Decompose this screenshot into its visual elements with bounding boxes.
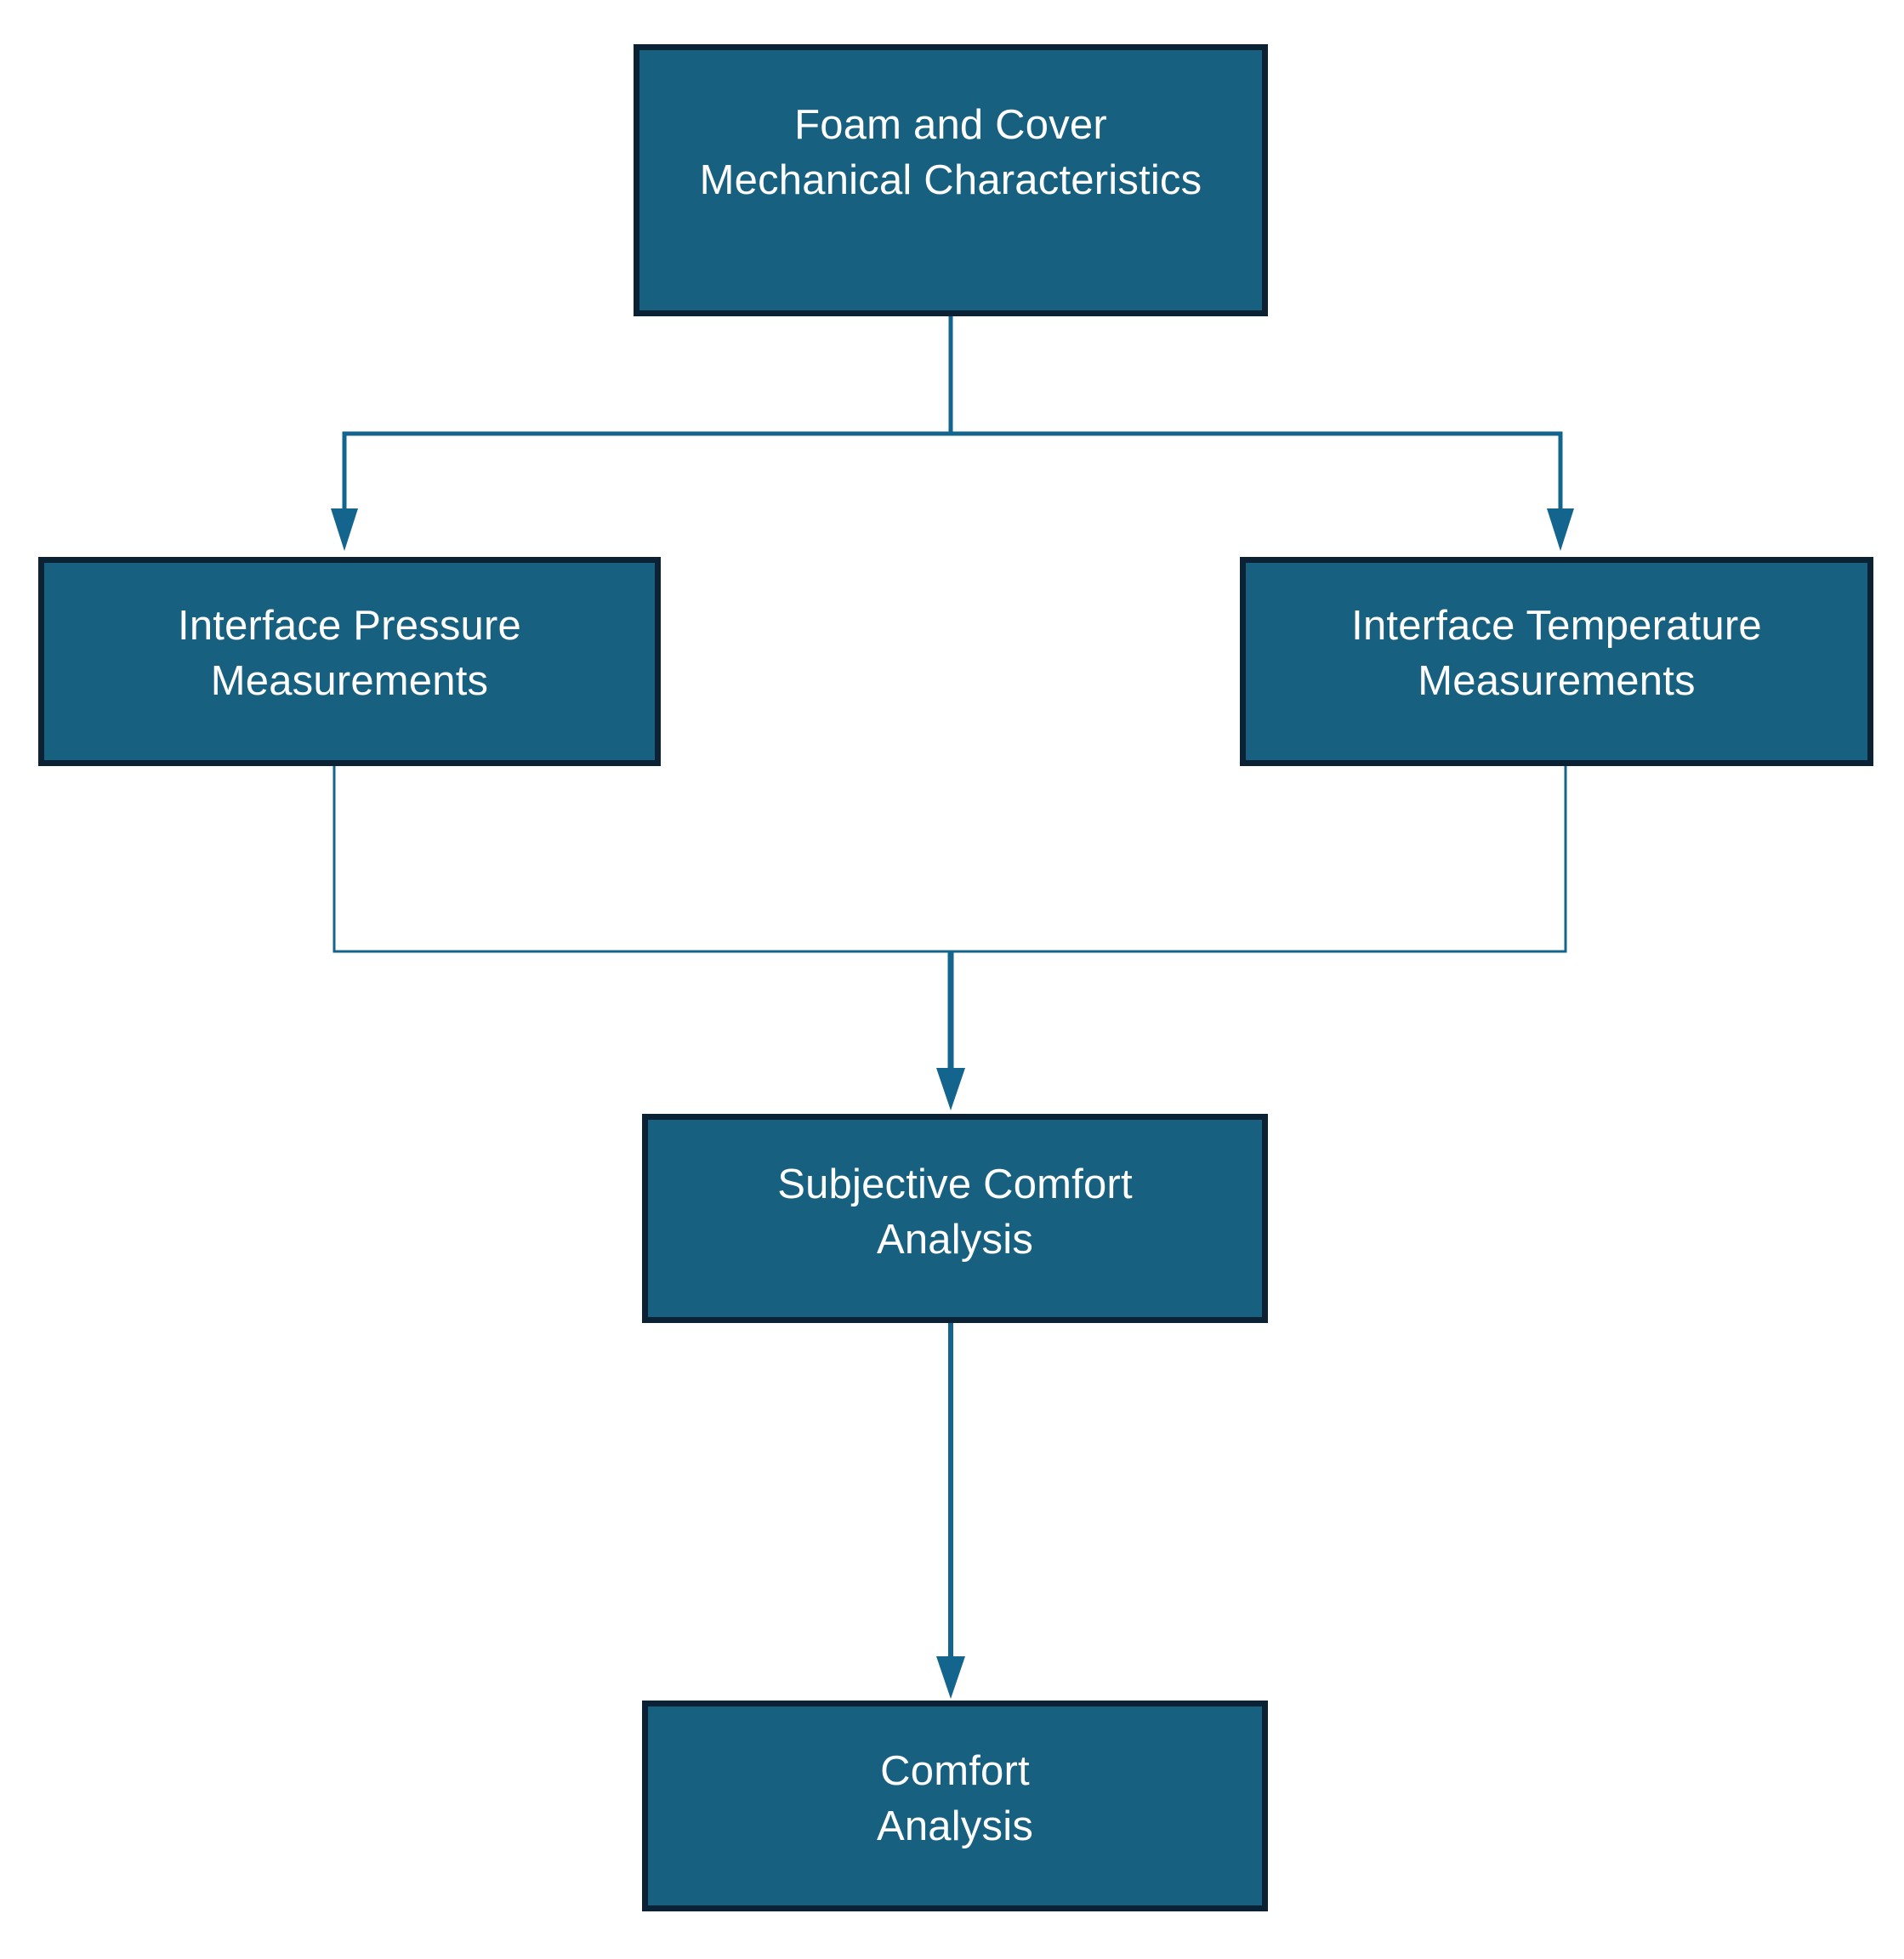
arrowhead-icon bbox=[936, 1656, 965, 1699]
arrowhead-icon bbox=[1547, 508, 1574, 551]
node-subjective-comfort-analysis[interactable]: Subjective Comfort Analysis bbox=[642, 1114, 1268, 1323]
node-comfort-analysis[interactable]: Comfort Analysis bbox=[642, 1701, 1268, 1911]
node-interface-temperature-measurements[interactable]: Interface Temperature Measurements bbox=[1240, 557, 1873, 766]
arrowhead-icon bbox=[936, 1068, 965, 1110]
edge-foam-to-temperature bbox=[948, 316, 1574, 551]
node-label: Foam and Cover Mechanical Characteristic… bbox=[699, 102, 1202, 203]
node-label: Interface Pressure Measurements bbox=[178, 603, 521, 704]
node-label: Subjective Comfort Analysis bbox=[777, 1161, 1133, 1263]
node-label: Interface Temperature Measurements bbox=[1351, 603, 1762, 704]
edge-foam-to-pressure bbox=[331, 316, 953, 551]
arrowhead-icon bbox=[331, 508, 358, 551]
node-interface-pressure-measurements[interactable]: Interface Pressure Measurements bbox=[38, 557, 661, 766]
edge-subjective-to-comfort bbox=[936, 1323, 965, 1699]
edge-merge-to-subjective bbox=[936, 951, 965, 1110]
edge-temperature-to-subjective bbox=[951, 766, 1567, 953]
node-foam-and-cover-mechanical-characteristics[interactable]: Foam and Cover Mechanical Characteristic… bbox=[634, 44, 1268, 316]
node-label: Comfort Analysis bbox=[876, 1748, 1034, 1849]
edge-pressure-to-subjective bbox=[332, 766, 951, 953]
